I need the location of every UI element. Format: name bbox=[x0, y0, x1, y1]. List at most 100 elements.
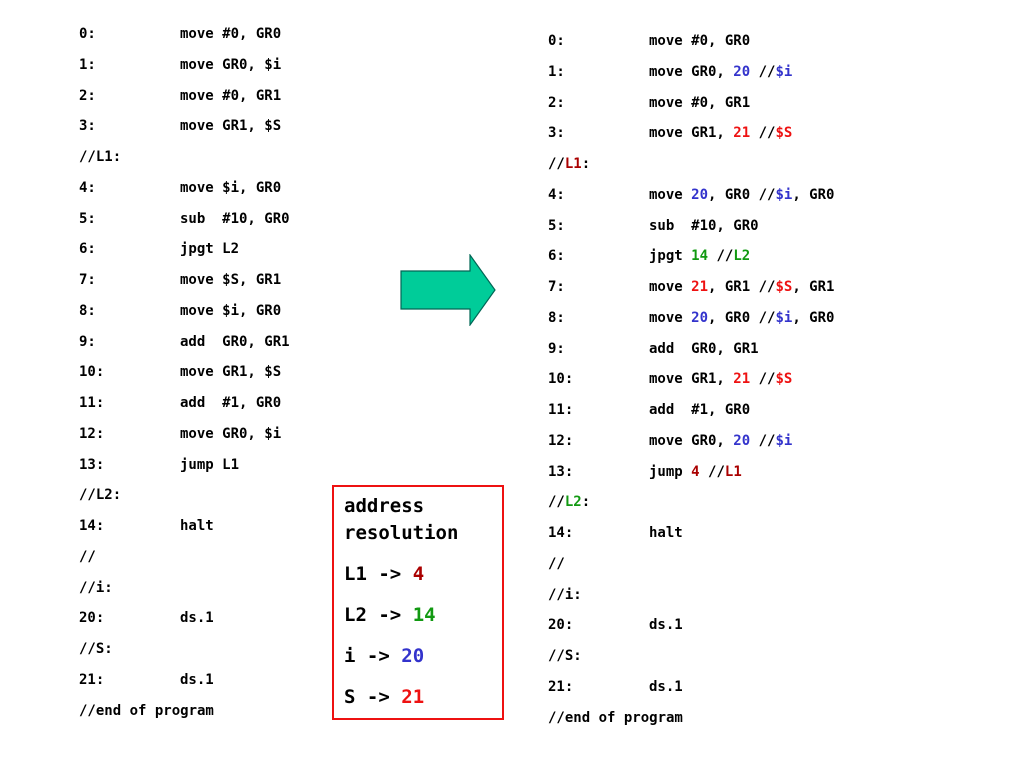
instruction-text: //S: bbox=[548, 648, 582, 664]
original-code-line: 20: ds.1 bbox=[79, 608, 290, 639]
mapping-address: 20 bbox=[401, 645, 425, 667]
instruction-text: halt bbox=[180, 518, 214, 534]
instruction-text: , GR0 bbox=[792, 186, 835, 203]
instruction-text: // bbox=[548, 156, 565, 172]
instruction-text: move #0, GR0 bbox=[649, 33, 751, 49]
original-code-line: 2:move #0, GR1 bbox=[79, 86, 290, 117]
instruction-text: // bbox=[750, 432, 776, 449]
line-address: 5: bbox=[79, 210, 96, 227]
resolved-symbol: L2 bbox=[564, 494, 582, 511]
resolved-symbol: 21 bbox=[733, 125, 751, 142]
resolved-code-line: 7:move 21, GR1 //$S, GR1 bbox=[548, 277, 834, 308]
resolved-code-line: 10: move GR1, 21 //$S bbox=[548, 369, 834, 400]
instruction-text: : bbox=[581, 156, 591, 172]
mapping-symbol: S bbox=[344, 686, 356, 708]
instruction-text: : bbox=[581, 494, 591, 511]
resolution-box-title: address resolution bbox=[344, 495, 459, 544]
line-address: 3: bbox=[79, 118, 96, 135]
mapping-arrow: -> bbox=[366, 645, 390, 667]
resolved-symbol: 20 bbox=[733, 432, 751, 449]
code-label: //L2: bbox=[79, 487, 122, 504]
instruction-text: move GR0, $i bbox=[180, 56, 282, 73]
instruction-text: // bbox=[548, 494, 565, 511]
original-code-line: 5:sub #10, GR0 bbox=[79, 209, 290, 240]
line-address: 1: bbox=[548, 63, 565, 80]
mapping-address: 14 bbox=[412, 604, 436, 626]
instruction-text: move GR1, bbox=[649, 371, 734, 388]
instruction-text: jump L1 bbox=[180, 456, 240, 473]
resolved-symbol: $i bbox=[775, 63, 793, 80]
resolved-symbol: $S bbox=[775, 371, 793, 388]
line-address: 20: bbox=[79, 610, 105, 627]
instruction-text: add GR0, GR1 bbox=[649, 340, 759, 357]
line-address: 7: bbox=[548, 279, 565, 295]
resolution-mapping: L2 -> 14 bbox=[344, 602, 502, 643]
instruction-text: move $i, GR0 bbox=[180, 302, 282, 319]
original-code-line: 9: add GR0, GR1 bbox=[79, 332, 290, 363]
instruction-text: //i: bbox=[548, 586, 582, 603]
line-address: 10: bbox=[548, 371, 574, 388]
code-label: //L1: bbox=[79, 149, 122, 165]
original-code-line: 21:ds.1 bbox=[79, 670, 290, 701]
resolved-code-line: 21:ds.1 bbox=[548, 677, 834, 708]
instruction-text: , GR0 // bbox=[708, 186, 776, 203]
resolved-code-line: 4:move 20, GR0 //$i, GR0 bbox=[548, 185, 834, 216]
instruction-text: move bbox=[649, 309, 692, 326]
instruction-text: move GR0, bbox=[649, 63, 734, 80]
original-code-line: // bbox=[79, 547, 290, 578]
resolved-code-line: 5:sub #10, GR0 bbox=[548, 216, 834, 247]
original-code-line: 11:add #1, GR0 bbox=[79, 393, 290, 424]
resolved-symbol: $i bbox=[775, 432, 793, 449]
line-address: 6: bbox=[79, 241, 96, 258]
code-label: // bbox=[79, 548, 96, 565]
line-address: 14: bbox=[548, 525, 574, 541]
resolved-code-line: //i: bbox=[548, 585, 834, 616]
resolved-code-line: 8:move 20, GR0 //$i, GR0 bbox=[548, 308, 834, 339]
instruction-text: move GR1, $S bbox=[180, 364, 282, 381]
instruction-text: ds.1 bbox=[180, 610, 214, 627]
line-address: 21: bbox=[548, 678, 574, 695]
line-address: 9: bbox=[79, 333, 96, 350]
instruction-text: // bbox=[750, 63, 776, 80]
mapping-symbol: L2 bbox=[344, 604, 367, 626]
resolved-code-line: //L1: bbox=[548, 154, 834, 185]
instruction-text: move GR1, bbox=[649, 125, 734, 142]
instruction-text: // bbox=[750, 371, 776, 388]
line-address: 21: bbox=[79, 671, 105, 688]
instruction-text: add GR0, GR1 bbox=[180, 333, 290, 350]
original-code-line: //L2: bbox=[79, 485, 290, 516]
resolved-code-line: 6:jpgt 14 //L2 bbox=[548, 246, 834, 277]
resolved-symbol: 21 bbox=[691, 279, 709, 295]
resolution-mapping: S -> 21 bbox=[344, 684, 502, 725]
mapping-arrow: -> bbox=[366, 686, 390, 708]
original-code-line: 14:halt bbox=[79, 516, 290, 547]
mapping-symbol: L1 bbox=[344, 563, 367, 585]
resolved-symbol: 4 bbox=[691, 463, 700, 480]
resolved-symbol: $S bbox=[775, 279, 793, 295]
line-address: 10: bbox=[79, 364, 105, 381]
resolved-symbol: L2 bbox=[733, 248, 751, 265]
resolved-code-line: //L2: bbox=[548, 492, 834, 523]
instruction-text: , GR0 // bbox=[708, 309, 776, 326]
line-address: 9: bbox=[548, 340, 565, 357]
original-code-line: 10: move GR1, $S bbox=[79, 362, 290, 393]
mapping-address: 4 bbox=[412, 563, 425, 585]
instruction-text: //end of program bbox=[548, 709, 683, 726]
line-address: 20: bbox=[548, 617, 574, 634]
original-code-line: //L1: bbox=[79, 147, 290, 178]
code-label: //i: bbox=[79, 579, 113, 596]
instruction-text: // bbox=[699, 463, 725, 480]
instruction-text: move GR1, $S bbox=[180, 118, 282, 135]
resolved-symbol: 21 bbox=[733, 371, 751, 388]
instruction-text: ds.1 bbox=[649, 617, 683, 634]
mapping-symbol: i bbox=[344, 645, 356, 667]
resolved-code-line: 3:move GR1, 21 //$S bbox=[548, 123, 834, 154]
original-code-line: 3: move GR1, $S bbox=[79, 116, 290, 147]
original-code-line: //S: bbox=[79, 639, 290, 670]
resolved-code-line: 9: add GR0, GR1 bbox=[548, 339, 834, 370]
mapping-address: 21 bbox=[401, 686, 425, 708]
